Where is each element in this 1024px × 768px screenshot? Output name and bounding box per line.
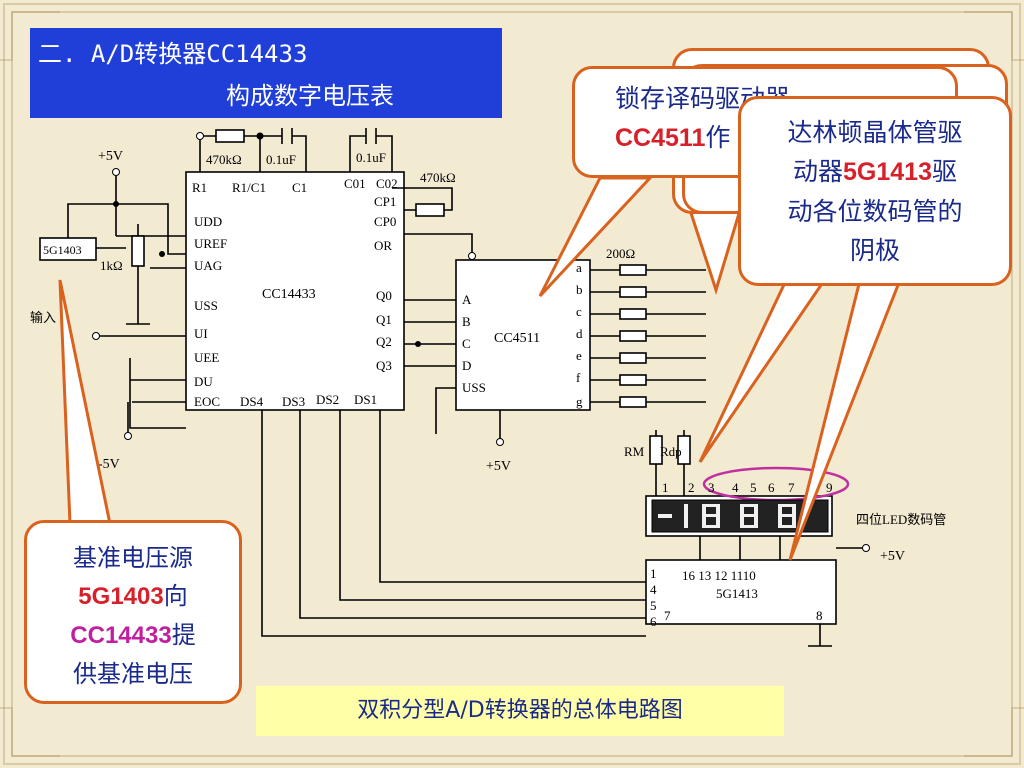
display-pin-5: 5 <box>750 480 757 495</box>
slide-title-line2: 构成数字电压表 <box>226 82 394 110</box>
adc-pin-right-5: Q1 <box>376 312 392 327</box>
adc-pin-right-6: Q2 <box>376 334 392 349</box>
supply-pos-left: +5V <box>98 149 123 164</box>
decoder-out-a: a <box>576 260 582 275</box>
adc-pin-bottom-2: DS3 <box>282 394 305 409</box>
cap2-label: 0.1uF <box>356 150 386 165</box>
adc-pin-right-7: Q3 <box>376 358 392 373</box>
driver-chip-label: 5G1413 <box>716 586 758 601</box>
callout-reference-line2: 5G1403向 <box>27 577 239 616</box>
adc-pin-bottom-1: DS4 <box>240 394 264 409</box>
adc-pin-left-6: UEE <box>194 350 219 365</box>
display-pin-3: 3 <box>708 480 715 495</box>
callout-darlington-chip: 5G1413 <box>843 158 932 186</box>
adc-pin-right-4: Q0 <box>376 288 392 303</box>
callout-darlington-line2: 动器5G1413驱 <box>741 152 1009 192</box>
decoder-in-c: C <box>462 336 471 351</box>
supply-neg: -5V <box>98 457 120 472</box>
display-pin-1: 1 <box>662 480 669 495</box>
callout-reference-chip1: 5G1403 <box>78 583 164 610</box>
adc-pin-left-2: UREF <box>194 236 227 251</box>
adc-pin-top-2: R1/C1 <box>232 180 266 195</box>
decoder-out-d: d <box>576 326 583 341</box>
ref-chip-label: 5G1403 <box>43 243 82 257</box>
callout-latch-rest: 作 <box>705 123 731 152</box>
driver-pins-top: 16 13 12 1110 <box>682 568 756 583</box>
driver-pin-8: 8 <box>816 608 823 623</box>
res-200-label: 200Ω <box>606 246 635 261</box>
display-label: 四位LED数码管 <box>856 512 946 527</box>
callout-reference-line4: 供基准电压 <box>73 660 193 688</box>
callout-darlington-line1: 达林顿晶体管驱 <box>787 118 963 147</box>
diagram-caption: 双积分型A/D转换器的总体电路图 <box>256 686 784 736</box>
slide-title-line1: 二. A/D转换器CC14433 <box>38 40 308 68</box>
rdp-label: Rdp <box>660 444 682 459</box>
callout-darlington: 达林顿晶体管驱 动器5G1413驱 动各位数码管的 阴极 <box>738 96 1012 286</box>
adc-pin-left-8: EOC <box>194 394 220 409</box>
display-pin-7: 7 <box>788 480 795 495</box>
decoder-in-b: B <box>462 314 471 329</box>
adc-pin-left-7: DU <box>194 374 213 389</box>
display-pin-2: 2 <box>688 480 695 495</box>
callout-reference-post2: 提 <box>171 621 196 649</box>
adc-pin-left-1: UDD <box>194 214 222 229</box>
decoder-in-uss: USS <box>462 380 486 395</box>
adc-pin-bottom-3: DS2 <box>316 392 339 407</box>
display-pin-4: 4 <box>732 480 739 495</box>
display-pin-6: 6 <box>768 480 775 495</box>
callout-latch-line2: CC4511作 <box>615 118 955 158</box>
decoder-out-f: f <box>576 370 581 385</box>
callout-reference-line1: 基准电压源 <box>73 544 193 572</box>
driver-pin-6: 6 <box>650 614 657 629</box>
adc-chip-label: CC14433 <box>262 287 316 302</box>
callout-reference-chip2: CC14433 <box>70 622 172 649</box>
callout-reference-line3: CC14433提 <box>27 616 239 655</box>
adc-pin-top-3: C1 <box>292 180 307 195</box>
res-470k-top: 470kΩ <box>206 152 242 167</box>
decoder-chip-label: CC4511 <box>494 331 540 346</box>
callout-darlington-pre: 动器 <box>793 157 844 186</box>
driver-pin-5: 5 <box>650 598 657 613</box>
driver-pin-1: 1 <box>650 566 657 581</box>
supply-pos-right: +5V <box>880 549 905 564</box>
decoder-out-e: e <box>576 348 582 363</box>
adc-pin-bottom-4: DS1 <box>354 392 377 407</box>
decoder-out-c: c <box>576 304 582 319</box>
pot-label: 1kΩ <box>100 258 123 273</box>
cap1-label: 0.1uF <box>266 152 296 167</box>
driver-pin-7: 7 <box>664 608 671 623</box>
adc-pin-right-1: CP1 <box>374 194 396 209</box>
callout-latch-chip: CC4511 <box>615 124 706 152</box>
adc-pin-right-3: OR <box>374 238 392 253</box>
supply-pos-mid: +5V <box>486 459 511 474</box>
callout-darlington-post: 驱 <box>931 157 957 186</box>
display-pin-9: 9 <box>826 480 833 495</box>
adc-pin-right-2: CP0 <box>374 214 396 229</box>
decoder-in-d: D <box>462 358 471 373</box>
adc-pin-left-4: USS <box>194 298 218 313</box>
callout-reference: 基准电压源 5G1403向 CC14433提 供基准电压 <box>24 520 242 704</box>
rm-label: RM <box>624 444 645 459</box>
adc-pin-left-5: UI <box>194 326 208 341</box>
callout-darlington-line3: 动各位数码管的 <box>787 197 963 226</box>
input-label: 输入 <box>30 310 56 325</box>
callout-reference-post1: 向 <box>163 582 188 610</box>
adc-pin-left-3: UAG <box>194 258 222 273</box>
slide-title: 二. A/D转换器CC14433 构成数字电压表 <box>30 28 502 118</box>
adc-pin-top-4: C01 <box>344 176 366 191</box>
res-470k-right: 470kΩ <box>420 170 456 185</box>
decoder-out-b: b <box>576 282 583 297</box>
driver-pin-4: 4 <box>650 582 657 597</box>
callout-darlington-line4: 阴极 <box>849 236 900 265</box>
decoder-out-g: g <box>576 394 583 409</box>
decoder-in-a: A <box>462 292 472 307</box>
adc-pin-top-1: R1 <box>192 180 207 195</box>
adc-pin-top-5: C02 <box>376 176 398 191</box>
